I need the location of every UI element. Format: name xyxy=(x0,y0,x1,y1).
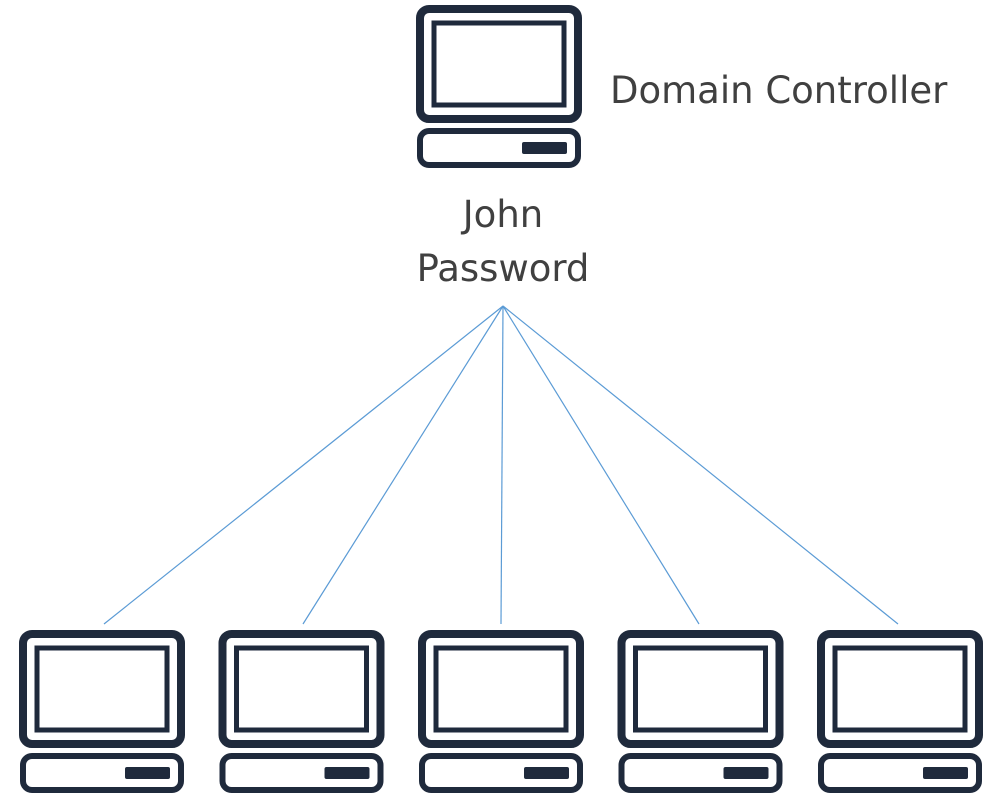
drive-slot xyxy=(522,142,567,154)
client-computer-2 xyxy=(218,630,385,793)
password-label: Password xyxy=(416,247,590,290)
drive-slot xyxy=(923,767,968,779)
drive-slot xyxy=(723,767,769,779)
monitor-screen xyxy=(34,645,170,733)
monitor-screen xyxy=(431,20,567,108)
base-unit xyxy=(618,753,783,793)
connection-lines xyxy=(103,305,899,625)
base-unit xyxy=(219,753,384,793)
connection-line-4 xyxy=(502,305,700,625)
client-computer-5 xyxy=(817,630,983,793)
monitor-frame xyxy=(416,5,582,123)
monitor-frame xyxy=(218,630,385,748)
monitor-frame xyxy=(817,630,983,748)
domain-controller-label: Domain Controller xyxy=(610,69,948,112)
server-computer xyxy=(416,5,582,168)
monitor-screen xyxy=(633,645,768,733)
monitor-screen xyxy=(832,645,968,733)
monitor-screen xyxy=(234,645,369,733)
client-computers xyxy=(19,630,983,793)
monitor-frame xyxy=(617,630,784,748)
connection-line-1 xyxy=(103,305,504,625)
drive-slot xyxy=(324,767,370,779)
connection-line-5 xyxy=(502,305,899,625)
domain-controller-computer-icon xyxy=(416,5,582,168)
base-unit xyxy=(20,753,184,793)
connection-line-3 xyxy=(500,305,504,625)
drive-slot xyxy=(524,767,569,779)
base-unit xyxy=(417,128,581,168)
base-unit xyxy=(818,753,982,793)
client-computer-3 xyxy=(418,630,584,793)
drive-slot xyxy=(125,767,170,779)
connection-line-2 xyxy=(302,305,504,625)
client-computer-4 xyxy=(617,630,784,793)
monitor-screen xyxy=(433,645,569,733)
base-unit xyxy=(419,753,583,793)
monitor-frame xyxy=(19,630,185,748)
client-computer-1 xyxy=(19,630,185,793)
monitor-frame xyxy=(418,630,584,748)
username-label: John xyxy=(462,193,544,236)
